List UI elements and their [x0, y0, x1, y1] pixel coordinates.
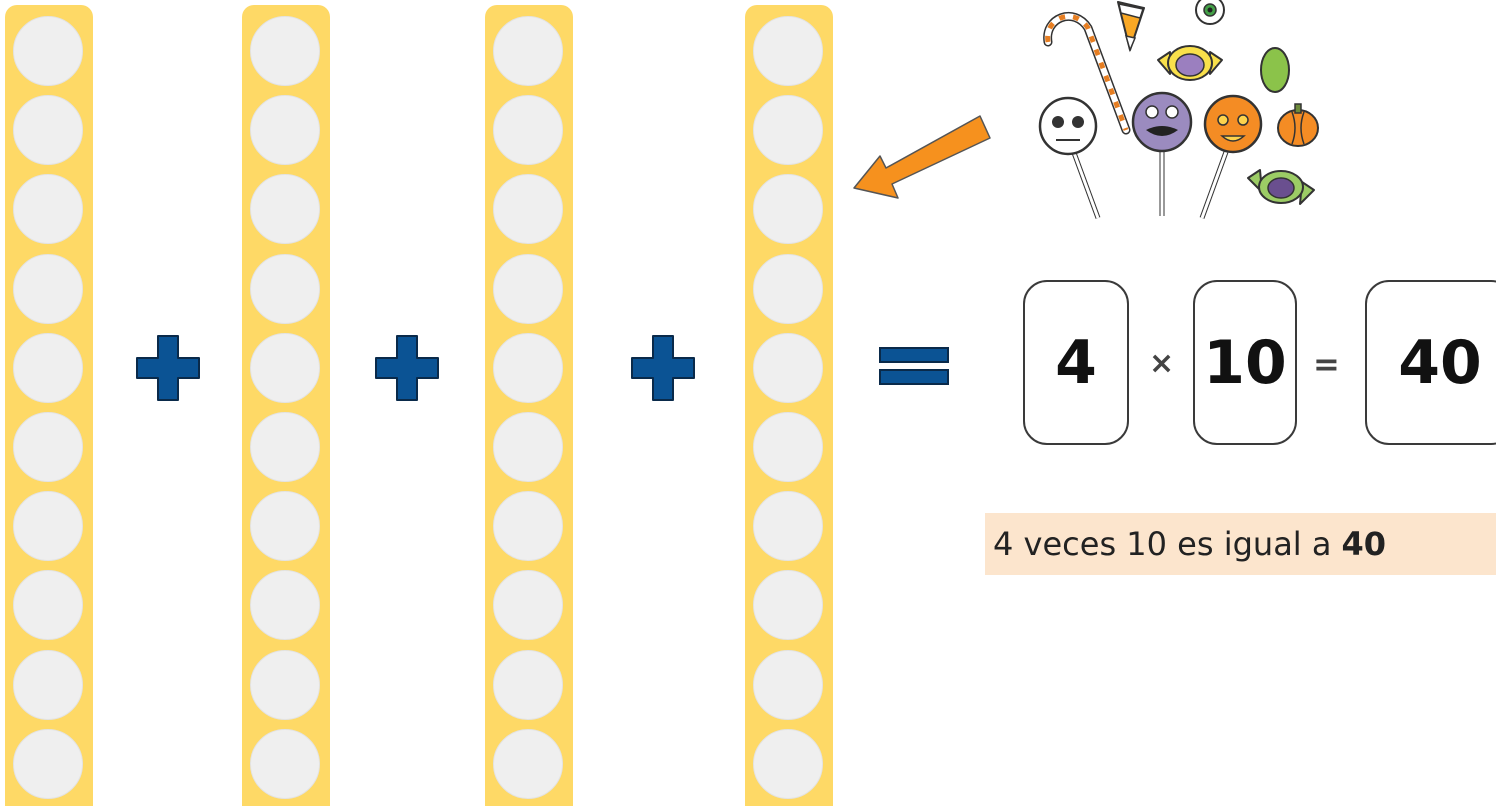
- counter-slot: [493, 728, 563, 799]
- counter-slot: [493, 412, 563, 482]
- sentence-strip: 4 veces 10 es igual a 40: [985, 513, 1496, 575]
- counter-slot: [250, 570, 320, 641]
- halloween-candy-illustration: [1038, 0, 1319, 219]
- counter-slot: [250, 174, 320, 245]
- counter-slot: [250, 253, 320, 324]
- counter-slot: [753, 491, 823, 562]
- plus-icon: [375, 335, 439, 401]
- counter-slot: [250, 649, 320, 720]
- counter-slot: [493, 570, 563, 641]
- counter-slot: [753, 728, 823, 799]
- counter-slot: [493, 649, 563, 720]
- ten-frame-1: [5, 5, 93, 806]
- counter-slot: [493, 253, 563, 324]
- factor-card: 4: [1023, 280, 1129, 445]
- factor-card: 10: [1193, 280, 1297, 445]
- ten-frame-4: [745, 5, 833, 806]
- counter-slot: [753, 253, 823, 324]
- counter-slot: [250, 412, 320, 482]
- counter-slot: [13, 412, 83, 482]
- plus-icon: [631, 335, 695, 401]
- plus-icon: [136, 335, 200, 401]
- counter-slot: [13, 95, 83, 166]
- counter-slot: [753, 16, 823, 86]
- counter-slot: [493, 16, 563, 86]
- counter-slot: [250, 16, 320, 86]
- product-card: 40: [1365, 280, 1496, 445]
- counter-slot: [753, 570, 823, 641]
- counter-slot: [753, 95, 823, 166]
- sentence-answer: 40: [1341, 525, 1386, 563]
- counter-slot: [13, 570, 83, 641]
- counter-slot: [250, 332, 320, 403]
- counter-slot: [13, 649, 83, 720]
- counter-slot: [493, 95, 563, 166]
- arrow-icon: [853, 115, 991, 199]
- counter-slot: [13, 253, 83, 324]
- counter-slot: [753, 332, 823, 403]
- counter-slot: [13, 174, 83, 245]
- sentence-text: 4 veces 10 es igual a: [993, 525, 1332, 563]
- equals-symbol: =: [1313, 345, 1340, 383]
- ten-frame-2: [242, 5, 330, 806]
- counter-slot: [493, 174, 563, 245]
- counter-slot: [13, 332, 83, 403]
- counter-slot: [13, 728, 83, 799]
- counter-slot: [753, 174, 823, 245]
- times-symbol: ×: [1149, 346, 1175, 381]
- counter-slot: [250, 491, 320, 562]
- equals-icon: [879, 347, 949, 385]
- counter-slot: [250, 728, 320, 799]
- counter-slot: [753, 649, 823, 720]
- counter-slot: [753, 412, 823, 482]
- counter-slot: [13, 491, 83, 562]
- counter-slot: [493, 332, 563, 403]
- counter-slot: [493, 491, 563, 562]
- ten-frame-3: [485, 5, 573, 806]
- counter-slot: [250, 95, 320, 166]
- counter-slot: [13, 16, 83, 86]
